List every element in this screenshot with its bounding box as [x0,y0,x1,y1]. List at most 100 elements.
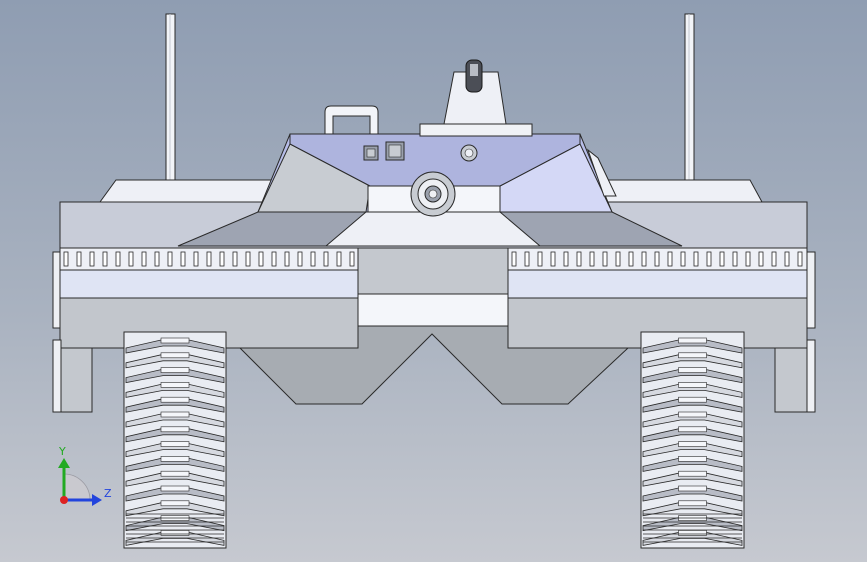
z-axis-arrow [92,494,102,506]
track-link [160,382,190,388]
grille-slot [193,251,199,267]
grille-slot [245,251,251,267]
grille-slot [784,251,790,267]
track-link [678,470,707,477]
cupola [443,71,507,125]
center-plate [357,293,509,327]
grille-slot [797,251,803,267]
track-link [160,352,190,359]
track-link [160,441,190,447]
sensor-square-large-inner [388,144,402,158]
track-link [678,367,707,373]
grille-slot [745,251,751,267]
grille-slot [511,251,517,267]
side-foot-right [806,339,816,413]
periscope-lens [470,64,478,76]
grille-slot [206,251,212,267]
light-strip-left [59,269,359,299]
side-foot-left [52,339,62,413]
track-link [160,337,190,344]
track-link [678,485,707,492]
grille-slot [219,251,225,267]
track-link [160,367,190,373]
grille-slot [310,251,316,267]
grille-slot [76,251,82,267]
rear-post-left [59,347,93,413]
grille-slot [180,251,186,267]
grille-slot [654,251,660,267]
track-link [678,500,707,507]
grille-slot [271,251,277,267]
track-link [160,485,190,492]
track-right [640,331,745,549]
grille-slot [771,251,777,267]
grille-slot [615,251,621,267]
grille-slot [641,251,647,267]
track-link [160,530,190,536]
grille-slot [167,251,173,267]
grille-slot [102,251,108,267]
grille-slot [589,251,595,267]
grille-slot [732,251,738,267]
grille-slot [349,251,355,267]
side-block-right [806,251,816,329]
grille-slot [284,251,290,267]
turret-ring [419,123,533,137]
turret-cheek-right [586,148,617,197]
grille-slot [115,251,121,267]
grille-slot [141,251,147,267]
grille-slot [758,251,764,267]
track-link [678,382,707,388]
turret-handle [324,105,379,135]
track-link [160,456,190,462]
track-link [160,470,190,477]
track-link [678,337,707,344]
antenna-right [684,13,695,181]
track-link [678,530,707,536]
gun-barrel-bore [428,189,438,199]
grille-slot [297,251,303,267]
track-link [160,500,190,507]
grille-slot [537,251,543,267]
grille-slot [336,251,342,267]
track-link [678,426,707,433]
grille-slot [232,251,238,267]
track-link [160,396,190,403]
sensor-square-inner [366,148,376,158]
grille-slot [89,251,95,267]
origin-marker [60,496,68,504]
z-axis-label: Z [104,487,112,500]
grille-slot [128,251,134,267]
grille-slot [576,251,582,267]
grille-slot [706,251,712,267]
track-left [123,331,227,549]
grille-slot [602,251,608,267]
grille-slot [680,251,686,267]
track-link [678,352,707,359]
y-axis-label: Y [58,445,66,458]
track-link [160,426,190,433]
center-recess [357,247,509,295]
rear-post-right [774,347,808,413]
antenna-left [165,13,176,181]
grille-slot [719,251,725,267]
grille-slot [323,251,329,267]
belly-plate [238,325,630,405]
grille-slot [550,251,556,267]
coordinate-triad[interactable]: Y Z [58,445,112,506]
grille-slot [63,251,69,267]
light-strip-right [507,269,808,299]
grille-slots [63,251,803,267]
sensor-round-inner [464,148,474,158]
y-axis-arrow [58,458,70,468]
track-link [678,396,707,403]
track-link [678,411,707,418]
grille-slot [693,251,699,267]
track-link [160,411,190,418]
track-link [678,456,707,462]
grille-slot [154,251,160,267]
grille-slot [667,251,673,267]
triad-quadrant-arc [63,473,91,501]
grille-slot [628,251,634,267]
